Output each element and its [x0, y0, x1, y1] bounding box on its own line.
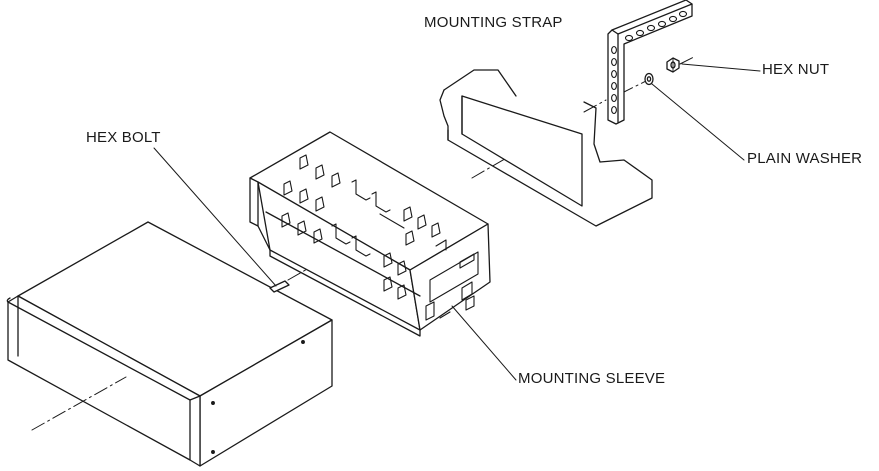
leader-hex-nut	[681, 63, 761, 72]
mounting-sleeve	[249, 131, 491, 337]
leader-lines	[153, 63, 761, 381]
mounting-strap	[607, 0, 693, 125]
hex-bolt-label: HEX BOLT	[86, 129, 161, 146]
mounting-sleeve-label: MOUNTING SLEEVE	[518, 370, 666, 387]
dashboard-panel	[439, 69, 653, 227]
leader-mounting-sleeve	[451, 305, 517, 381]
strap-holes	[611, 10, 688, 115]
mounting-strap-label: MOUNTING STRAP	[424, 14, 563, 31]
leader-hex-bolt	[153, 147, 277, 287]
hex-nut-label: HEX NUT	[762, 61, 830, 78]
plain-washer-label: PLAIN WASHER	[747, 150, 863, 167]
radio-unit	[6, 221, 333, 467]
leader-plain-washer	[651, 83, 745, 161]
plain-washer	[644, 72, 654, 86]
hex-nut	[666, 57, 680, 73]
